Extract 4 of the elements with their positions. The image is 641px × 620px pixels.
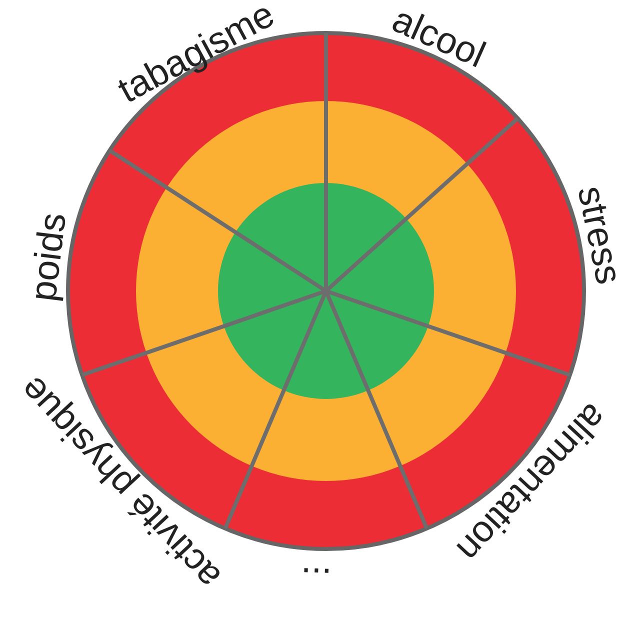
segment-label: alcool	[387, 0, 491, 74]
segment-label: poids	[24, 210, 72, 304]
segment-label: stress	[572, 183, 628, 288]
segment-label: ...	[300, 562, 332, 600]
